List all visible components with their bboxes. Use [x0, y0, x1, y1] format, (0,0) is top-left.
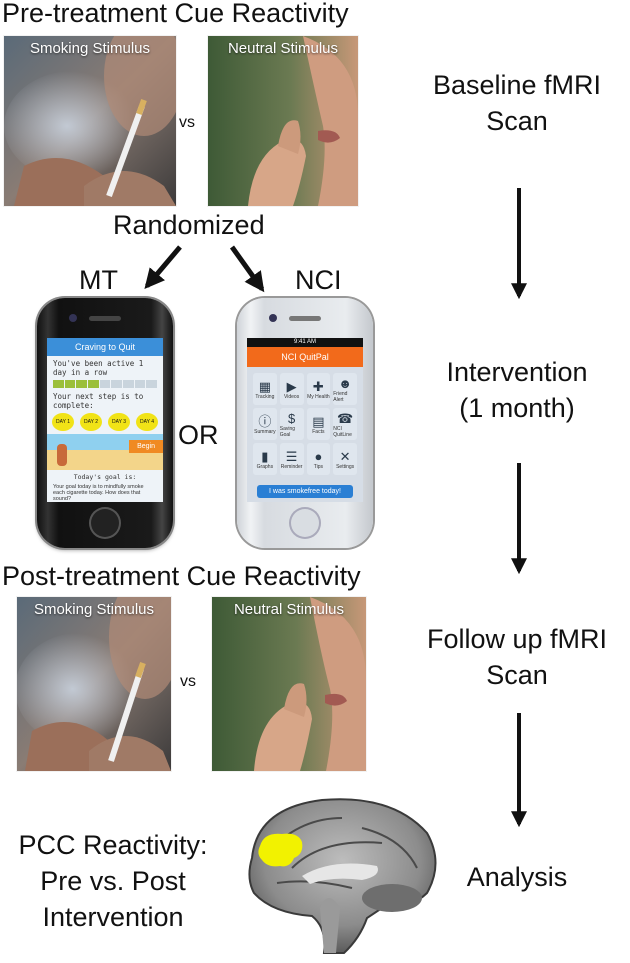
- randomize-right-arrow: [229, 245, 265, 293]
- pre-neutral-stimulus-label: Neutral Stimulus: [227, 40, 339, 57]
- nci-tile[interactable]: ✕Settings: [333, 443, 357, 475]
- pcc-activation-blob: [258, 833, 303, 867]
- nci-tile-grid: ▦Tracking ▶Videos ✚My Health ☻Friend Ale…: [247, 367, 363, 481]
- randomized-label: Randomized: [113, 210, 265, 240]
- nci-tile[interactable]: ●Tips: [306, 443, 331, 475]
- lightbulb-icon: ●: [314, 448, 323, 464]
- mt-goal-text: Your goal today is to mindfully smoke ea…: [53, 484, 144, 502]
- nci-app-screen: 9:41 AM NCI QuitPal ▦Tracking ▶Videos ✚M…: [247, 338, 363, 502]
- mt-phone: Craving to Quit You've been active 1 day…: [37, 298, 173, 548]
- stage-intervention-line1: Intervention: [446, 357, 588, 387]
- nci-tile[interactable]: ☰Reminder: [279, 443, 304, 475]
- nci-tile[interactable]: ▮Graphs: [253, 443, 277, 475]
- pcc-line1: PCC Reactivity:: [18, 830, 208, 860]
- stage-intervention-label: Intervention (1 month): [404, 354, 630, 426]
- post-smoking-stimulus-label: Smoking Stimulus: [33, 601, 155, 618]
- pcc-line3: Intervention: [42, 902, 184, 932]
- mt-app-header: Craving to Quit: [47, 338, 163, 356]
- post-neutral-stimulus-photo: Neutral Stimulus: [212, 597, 366, 771]
- mt-beach-scene: Begin: [47, 434, 163, 470]
- nci-tile[interactable]: $Saving Goal: [279, 408, 304, 440]
- post-vs-label: vs: [180, 673, 196, 690]
- phone-camera: [69, 314, 77, 322]
- pre-smoking-stimulus-label: Smoking Stimulus: [29, 40, 151, 57]
- list-icon: ☰: [285, 448, 298, 464]
- mt-goal-title: Today's goal is:: [73, 473, 137, 481]
- phone-home-button: [89, 507, 121, 539]
- mt-day-bubble[interactable]: DAY 3: [108, 413, 130, 431]
- surfer-figure: [57, 444, 67, 466]
- nci-status-bar: 9:41 AM: [247, 338, 363, 347]
- post-smoking-stimulus-photo: Smoking Stimulus: [17, 597, 171, 771]
- tools-icon: ✕: [339, 448, 351, 464]
- pre-vs-label: vs: [179, 114, 195, 131]
- nci-app-header: NCI QuitPal: [247, 347, 363, 367]
- stage-baseline-line2: Scan: [486, 106, 548, 136]
- mt-day-bubble[interactable]: DAY 4: [136, 413, 158, 431]
- post-neutral-stimulus-label: Neutral Stimulus: [233, 601, 345, 618]
- arm-mt-label: MT: [79, 265, 118, 295]
- brain-mri-sagittal: [232, 788, 444, 958]
- info-icon: ⓘ: [258, 413, 272, 429]
- mt-day-bubble[interactable]: DAY 2: [80, 413, 102, 431]
- nci-tile[interactable]: ☎NCI QuitLine: [333, 408, 357, 440]
- mt-begin-button[interactable]: Begin: [129, 440, 163, 453]
- nci-tile[interactable]: ▶Videos: [279, 373, 304, 405]
- nci-phone: 9:41 AM NCI QuitPal ▦Tracking ▶Videos ✚M…: [237, 298, 373, 548]
- health-cross-icon: ✚: [312, 378, 324, 394]
- mt-progress: [53, 380, 158, 388]
- pcc-line2: Pre vs. Post: [40, 866, 186, 896]
- nci-smokefree-button[interactable]: I was smokefree today!: [257, 485, 353, 498]
- stage-baseline-label: Baseline fMRI Scan: [404, 67, 630, 139]
- arm-nci-label: NCI: [295, 265, 342, 295]
- graph-icon: ▮: [261, 448, 269, 464]
- book-icon: ▤: [312, 413, 325, 429]
- stage-followup-line2: Scan: [486, 660, 548, 690]
- stage-baseline-line1: Baseline fMRI: [432, 70, 602, 100]
- pre-treatment-title: Pre-treatment Cue Reactivity: [2, 0, 349, 28]
- phone-icon: ☎: [337, 410, 354, 426]
- nci-tile[interactable]: ✚My Health: [306, 373, 331, 405]
- mt-day-row: DAY 1 DAY 2 DAY 3 DAY 4: [47, 413, 163, 431]
- phone-speaker: [289, 316, 321, 321]
- mt-next-step: Your next step is to complete:: [53, 392, 144, 410]
- calendar-icon: ▦: [258, 378, 272, 394]
- pre-smoking-stimulus-photo: Smoking Stimulus: [4, 36, 176, 206]
- nci-tile[interactable]: ☻Friend Alert: [333, 373, 357, 405]
- phone-home-button: [289, 507, 321, 539]
- stage-intervention-line2: (1 month): [459, 393, 575, 423]
- mt-active-line: You've been active 1 day in a row: [53, 359, 144, 377]
- nci-tile[interactable]: ▦Tracking: [253, 373, 277, 405]
- randomize-left-arrow: [144, 245, 182, 290]
- pcc-reactivity-label: PCC Reactivity: Pre vs. Post Interventio…: [0, 827, 226, 935]
- pre-neutral-stimulus-photo: Neutral Stimulus: [208, 36, 358, 206]
- people-icon: ☻: [338, 375, 352, 391]
- stage-analysis-label: Analysis: [466, 862, 568, 892]
- phone-speaker: [89, 316, 121, 321]
- mt-day-bubble[interactable]: DAY 1: [52, 413, 74, 431]
- post-treatment-title: Post-treatment Cue Reactivity: [2, 561, 361, 591]
- nci-tile[interactable]: ▤Facts: [306, 408, 331, 440]
- stage-followup-line1: Follow up fMRI: [426, 624, 608, 654]
- phone-camera: [269, 314, 277, 322]
- stage-followup-label: Follow up fMRI Scan: [404, 621, 630, 693]
- or-label: OR: [178, 420, 219, 450]
- mt-app-screen: Craving to Quit You've been active 1 day…: [47, 338, 163, 502]
- savings-icon: $: [288, 410, 296, 426]
- video-icon: ▶: [286, 378, 297, 394]
